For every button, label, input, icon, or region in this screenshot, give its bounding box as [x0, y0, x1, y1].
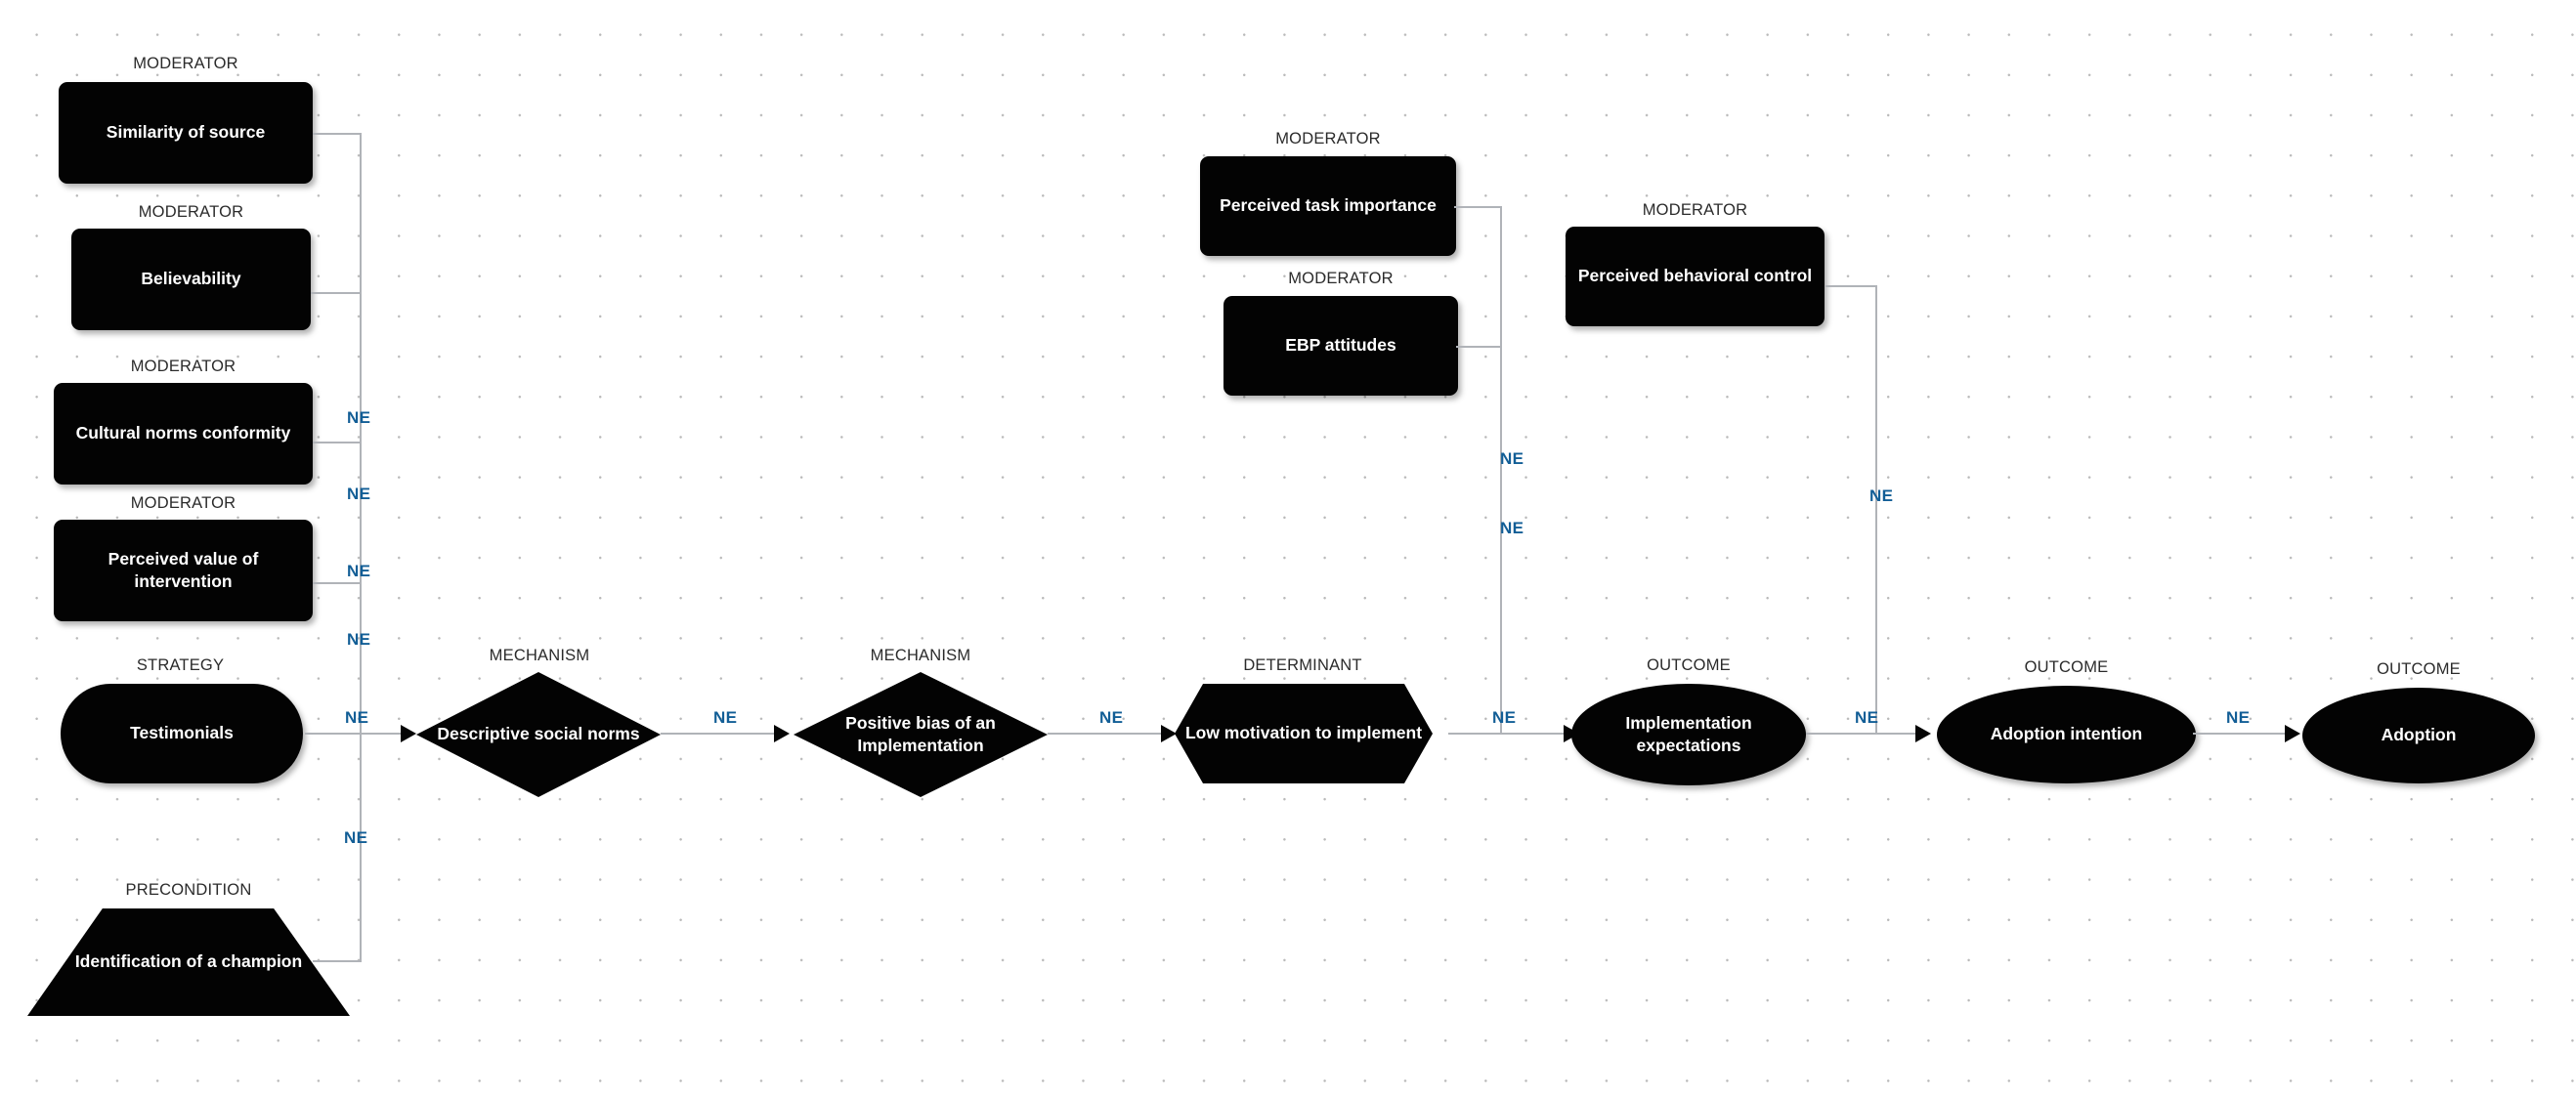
node-adoption-intention[interactable]: Adoption intention: [1937, 686, 2196, 783]
connector-dsn-to-pbi: [661, 733, 788, 735]
connector-stub-perceived-behavioral-control: [1825, 285, 1876, 287]
edge-label-moderator-5: NE: [344, 828, 368, 847]
type-label-precondition: PRECONDITION: [125, 881, 252, 899]
node-label: Perceived task importance: [1220, 195, 1437, 216]
connector-left-trunk: [360, 133, 362, 962]
connector-stub-believability: [311, 292, 362, 294]
arrowhead-testimonials-to-dsn: [401, 725, 416, 742]
arrowhead-pbi-to-lmi: [1161, 725, 1177, 742]
type-label-moderator-2: MODERATOR: [138, 203, 244, 221]
node-label: Testimonials: [130, 723, 234, 743]
node-cultural-norms-conformity[interactable]: Cultural norms conformity: [54, 383, 313, 485]
connector-stub-perceived-task-importance: [1454, 206, 1502, 208]
node-label: Identification of a champion: [74, 951, 303, 972]
connector-stub-cultural-norms: [313, 442, 362, 443]
connector-stub-champion: [313, 960, 362, 962]
node-label: Perceived behavioral control: [1577, 266, 1813, 286]
type-label-outcome-2: OUTCOME: [2024, 658, 2109, 676]
arrowhead-dsn-to-pbi: [774, 725, 790, 742]
type-label-moderator-1: MODERATOR: [133, 55, 238, 72]
edge-label-t2: NE: [1500, 519, 1524, 537]
connector-mid-trunk: [1500, 206, 1502, 734]
node-label: Positive bias of an Implementation: [845, 712, 996, 755]
node-label: Low motivation to implement: [1184, 723, 1423, 743]
edge-label-moderator-4: NE: [347, 630, 371, 649]
node-identification-of-a-champion[interactable]: Identification of a champion: [27, 908, 350, 1016]
type-label-moderator-4: MODERATOR: [130, 494, 236, 512]
node-label: Adoption intention: [1990, 724, 2143, 744]
connector-testimonials-to-dsn: [305, 733, 414, 735]
node-perceived-value-of-intervention[interactable]: Perceived value of intervention: [54, 520, 313, 621]
edge-label-e6: NE: [2226, 708, 2251, 727]
type-label-moderator-6: MODERATOR: [1288, 270, 1394, 287]
connector-stub-similarity: [313, 133, 362, 135]
node-testimonials[interactable]: Testimonials: [61, 684, 303, 783]
type-label-determinant: DETERMINANT: [1243, 656, 1362, 674]
node-label: Cultural norms conformity: [75, 423, 291, 443]
type-label-outcome-3: OUTCOME: [2377, 660, 2461, 678]
edge-label-moderator-2: NE: [347, 485, 371, 503]
connector-stub-perceived-value: [313, 582, 362, 584]
connector-lmi-to-ie: [1448, 733, 1579, 735]
edge-label-t1: NE: [1500, 449, 1524, 468]
edge-label-moderator-3: NE: [347, 562, 371, 580]
type-label-moderator-5: MODERATOR: [1275, 130, 1381, 148]
type-label-mechanism-1: MECHANISM: [489, 647, 590, 664]
node-perceived-task-importance[interactable]: Perceived task importance: [1200, 156, 1456, 256]
connector-pbi-to-lmi: [1048, 733, 1175, 735]
edge-label-e3: NE: [1099, 708, 1124, 727]
node-adoption[interactable]: Adoption: [2302, 688, 2535, 783]
edge-label-e5: NE: [1855, 708, 1879, 727]
connector-ai-to-adoption: [2193, 733, 2298, 735]
edge-label-moderator-1: NE: [347, 408, 371, 427]
edge-label-e4: NE: [1492, 708, 1517, 727]
node-label: Perceived value of intervention: [107, 548, 259, 591]
type-label-moderator-7: MODERATOR: [1642, 201, 1748, 219]
node-label: EBP attitudes: [1285, 335, 1396, 356]
node-believability[interactable]: Believability: [71, 229, 311, 330]
hexagon-shape: [1175, 684, 1433, 783]
connector-right-trunk: [1875, 285, 1877, 735]
node-positive-bias-of-an-implementation[interactable]: Positive bias of an Implementation: [794, 672, 1048, 797]
type-label-strategy: STRATEGY: [136, 656, 225, 674]
edge-label-p1: NE: [1869, 486, 1894, 505]
arrowhead-ie-to-ai: [1915, 725, 1931, 742]
node-label: Implementation expectations: [1625, 712, 1752, 755]
node-implementation-expectations[interactable]: Implementation expectations: [1571, 684, 1806, 785]
node-low-motivation-to-implement[interactable]: Low motivation to implement: [1175, 684, 1433, 783]
arrowhead-ai-to-adoption: [2285, 725, 2300, 742]
node-similarity-of-source[interactable]: Similarity of source: [59, 82, 313, 184]
type-label-moderator-3: MODERATOR: [130, 358, 236, 375]
edge-label-e2: NE: [713, 708, 738, 727]
node-perceived-behavioral-control[interactable]: Perceived behavioral control: [1566, 227, 1825, 326]
node-ebp-attitudes[interactable]: EBP attitudes: [1224, 296, 1458, 396]
node-label: Descriptive social norms: [437, 724, 640, 744]
connector-ie-to-ai: [1806, 733, 1929, 735]
node-label: Adoption: [2381, 725, 2457, 745]
edge-label-e1: NE: [345, 708, 369, 727]
node-descriptive-social-norms[interactable]: Descriptive social norms: [416, 672, 661, 797]
node-label: Believability: [141, 269, 241, 289]
type-label-mechanism-2: MECHANISM: [870, 647, 971, 664]
type-label-outcome-1: OUTCOME: [1647, 656, 1731, 674]
connector-stub-ebp-attitudes: [1456, 346, 1502, 348]
node-label: Similarity of source: [106, 122, 266, 143]
